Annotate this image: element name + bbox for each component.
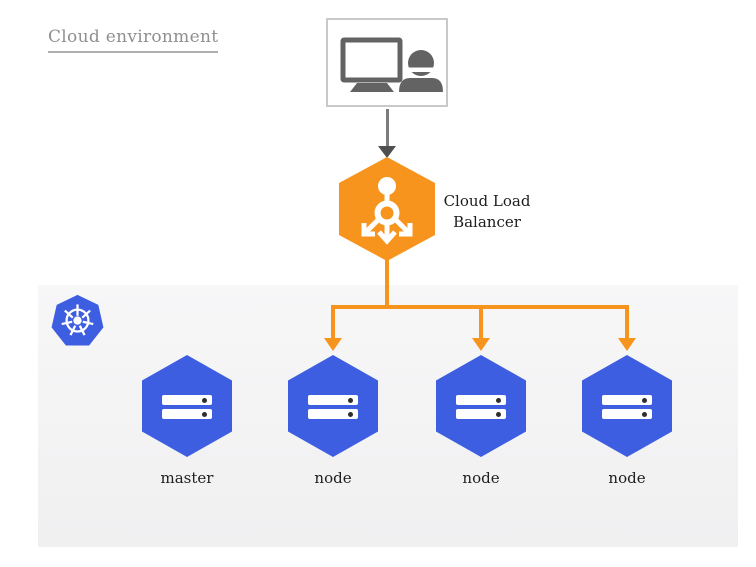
page-title: Cloud environment [48, 26, 219, 53]
worker-node-hexagon [582, 355, 672, 457]
user-to-lb-arrow-head [378, 146, 396, 158]
server-led-dot [642, 397, 647, 403]
server-bar-icon [456, 395, 506, 405]
user-to-lb-arrow-line [386, 109, 389, 147]
lb-to-node1-arrow-head [324, 338, 342, 351]
server-led-dot [202, 411, 207, 417]
worker-node-hexagon [288, 355, 378, 457]
lb-to-node2-arrow-head [472, 338, 490, 351]
server-bar-icon [456, 409, 506, 419]
server-led-dot [202, 397, 207, 403]
load-balancer-label: Cloud Load Balancer [443, 192, 531, 231]
person-icon [399, 50, 443, 92]
load-balancer-icon [361, 177, 413, 245]
workstation-monitor-person-icon [340, 37, 443, 92]
server-led-dot [496, 411, 501, 417]
server-led-dot [348, 397, 353, 403]
lb-to-node1-line [331, 305, 335, 341]
lb-to-node2-line [479, 305, 483, 341]
master-node-label: master [160, 469, 214, 487]
workstation-box [326, 18, 448, 107]
lb-connector-stub [385, 259, 389, 309]
lb-to-node3-arrow-head [618, 338, 636, 351]
server-bar-icon [602, 409, 652, 419]
server-bar-icon [162, 409, 212, 419]
load-balancer-hexagon [339, 157, 435, 261]
lb-to-node3-line [625, 305, 629, 341]
server-led-dot [348, 411, 353, 417]
kubernetes-logo-icon [51, 294, 104, 346]
server-bar-icon [162, 395, 212, 405]
server-led-dot [642, 411, 647, 417]
worker-node-label: node [608, 469, 646, 487]
server-led-dot [496, 397, 501, 403]
server-bar-icon [602, 395, 652, 405]
master-node-hexagon [142, 355, 232, 457]
worker-node-label: node [314, 469, 352, 487]
worker-node-label: node [462, 469, 500, 487]
server-bar-icon [308, 409, 358, 419]
monitor-icon [340, 37, 403, 92]
worker-node-hexagon [436, 355, 526, 457]
server-bar-icon [308, 395, 358, 405]
